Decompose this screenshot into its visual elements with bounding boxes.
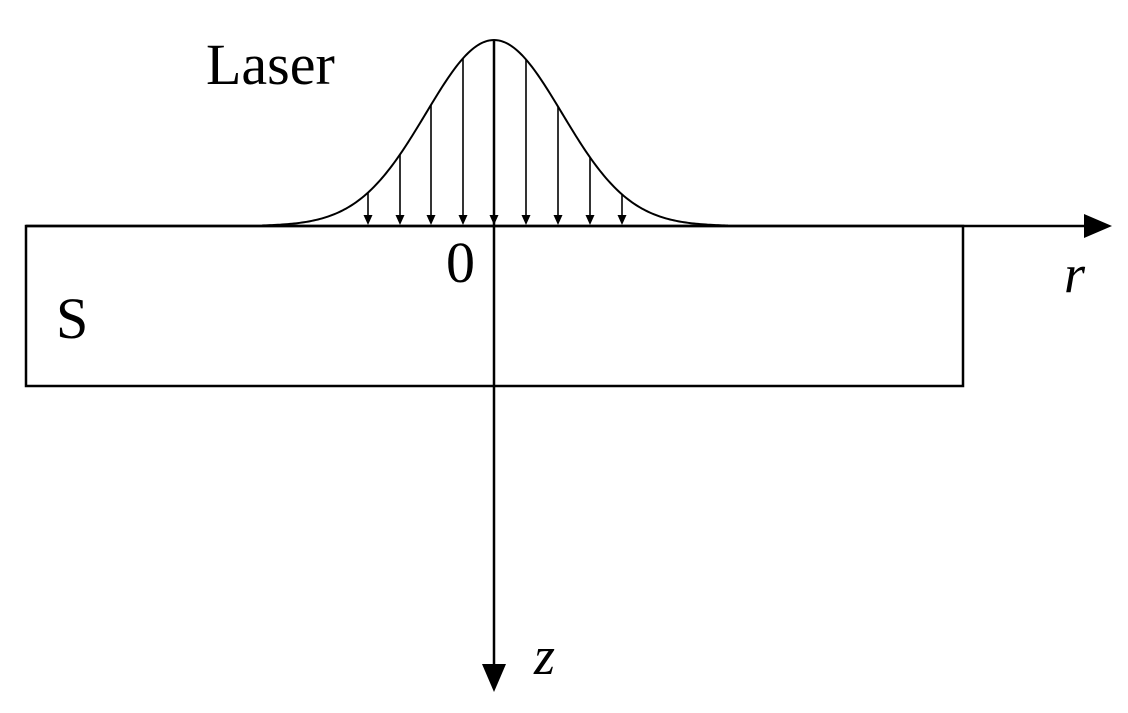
laser-intensity-arrowhead-2 (426, 215, 436, 225)
sample-label: S (56, 286, 88, 351)
z-axis-label: z (533, 626, 555, 686)
laser-label: Laser (206, 32, 335, 97)
laser-intensity-arrowhead-1 (395, 215, 405, 225)
z-axis-arrowhead (482, 664, 506, 692)
gaussian-curve (261, 38, 729, 227)
laser-intensity-arrowhead-5 (553, 215, 563, 225)
laser-intensity-arrowhead-center (489, 215, 499, 225)
laser-profile-group (261, 38, 729, 227)
r-axis-arrowhead (1084, 214, 1112, 238)
laser-intensity-arrowhead-7 (617, 215, 627, 225)
r-axis-label: r (1064, 244, 1086, 304)
laser-intensity-arrowhead-6 (585, 215, 595, 225)
laser-intensity-arrowhead-0 (363, 215, 373, 225)
laser-intensity-arrowhead-4 (521, 215, 531, 225)
origin-label: 0 (446, 230, 475, 295)
laser-intensity-arrowhead-3 (458, 215, 468, 225)
